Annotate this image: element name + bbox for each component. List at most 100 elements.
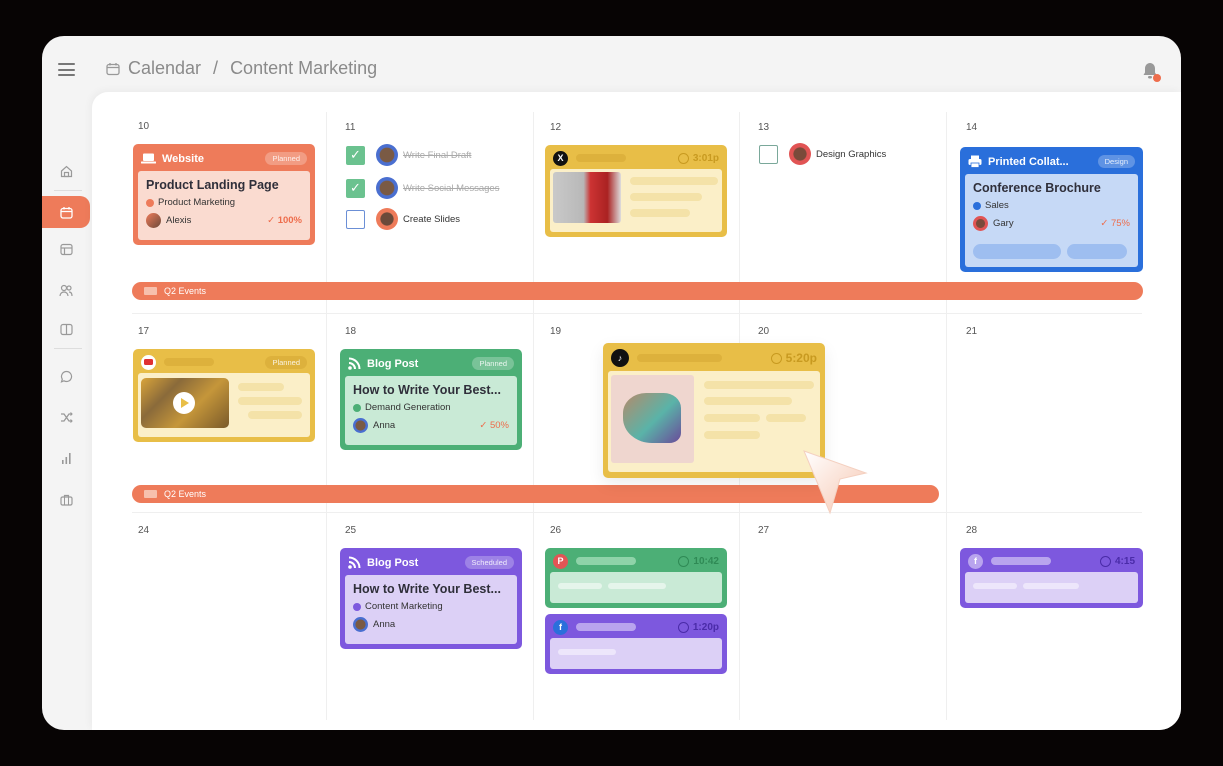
post-time: 4:15 bbox=[1099, 555, 1135, 567]
card-body: How to Write Your Best... Demand Generat… bbox=[345, 376, 517, 445]
card-header: Blog Post Planned bbox=[342, 351, 520, 376]
laptop-icon bbox=[141, 153, 156, 164]
card-header: X 3:01p bbox=[547, 147, 725, 169]
sidebar-item-calendar[interactable] bbox=[42, 196, 90, 228]
facebook-icon: f bbox=[968, 553, 983, 569]
day-number: 27 bbox=[758, 525, 770, 536]
card-header: P 10:42 bbox=[547, 550, 725, 572]
notification-badge bbox=[1153, 74, 1161, 82]
checkbox-unchecked[interactable] bbox=[759, 144, 778, 164]
event-bar-q2[interactable]: Q2 Events bbox=[132, 282, 1143, 300]
website-card[interactable]: Website Planned Product Landing Page Pro… bbox=[133, 144, 315, 245]
placeholder bbox=[1023, 583, 1079, 589]
tag-label: Sales bbox=[985, 200, 1009, 211]
card-body bbox=[965, 572, 1138, 603]
avatar bbox=[376, 177, 398, 199]
sidebar-item-shuffle[interactable] bbox=[42, 401, 90, 433]
tiktok-card[interactable]: ♪ 5:20p bbox=[603, 343, 825, 478]
day-number: 20 bbox=[758, 326, 770, 337]
product-image bbox=[611, 375, 694, 463]
rss-icon bbox=[348, 357, 361, 370]
card-header: Planned bbox=[135, 351, 313, 373]
post-time: 3:01p bbox=[677, 152, 719, 164]
grid-divider bbox=[946, 112, 947, 720]
tag-dot bbox=[973, 201, 981, 210]
youtube-card[interactable]: Planned bbox=[133, 349, 315, 442]
printed-collateral-card[interactable]: Printed Collat... Design Conference Broc… bbox=[960, 147, 1143, 272]
card-owner: Anna bbox=[353, 617, 509, 632]
post-time: 10:42 bbox=[678, 555, 719, 567]
task-item[interactable]: Design Graphics bbox=[759, 143, 886, 165]
card-body bbox=[608, 371, 820, 472]
task-item[interactable]: ✓ Write Social Messages bbox=[346, 177, 499, 199]
x-post-card[interactable]: X 3:01p bbox=[545, 145, 727, 237]
placeholder bbox=[973, 244, 1061, 259]
card-header: f 1:20p bbox=[547, 616, 725, 638]
card-title: How to Write Your Best... bbox=[353, 582, 501, 596]
avatar bbox=[353, 418, 368, 433]
status-badge: Planned bbox=[472, 357, 514, 370]
tag-dot bbox=[353, 602, 361, 611]
pinterest-card[interactable]: P 10:42 bbox=[545, 548, 727, 608]
placeholder bbox=[558, 583, 602, 589]
sidebar-item-chat[interactable] bbox=[42, 360, 90, 392]
breadcrumb-calendar[interactable]: Calendar bbox=[128, 58, 202, 78]
day-number: 21 bbox=[966, 326, 978, 337]
tag-dot bbox=[146, 198, 154, 207]
sidebar-item-briefcase[interactable] bbox=[42, 484, 90, 516]
day-number: 25 bbox=[345, 525, 357, 536]
placeholder bbox=[766, 414, 806, 422]
card-body: Conference Brochure Sales Gary✓ 75% bbox=[965, 174, 1138, 267]
task-item[interactable]: Create Slides bbox=[346, 208, 460, 230]
card-header: Website Planned bbox=[135, 146, 313, 171]
placeholder bbox=[704, 431, 760, 439]
placeholder bbox=[576, 154, 626, 162]
clock-icon bbox=[1099, 555, 1111, 567]
checkbox-checked[interactable]: ✓ bbox=[346, 145, 365, 165]
card-tag: Sales bbox=[973, 200, 1130, 211]
play-icon[interactable] bbox=[173, 392, 195, 414]
checkbox-checked[interactable]: ✓ bbox=[346, 178, 365, 198]
placeholder bbox=[576, 557, 636, 565]
sidebar-divider bbox=[54, 190, 82, 191]
card-header: ♪ 5:20p bbox=[605, 345, 823, 371]
blog-post-card[interactable]: Blog Post Planned How to Write Your Best… bbox=[340, 349, 522, 450]
day-number: 11 bbox=[345, 122, 356, 133]
placeholder bbox=[704, 397, 792, 405]
avatar bbox=[146, 213, 161, 228]
card-header: Printed Collat... Design bbox=[962, 149, 1141, 174]
card-title: How to Write Your Best... bbox=[353, 383, 501, 397]
folder-icon bbox=[144, 287, 157, 295]
sidebar-item-book[interactable] bbox=[42, 313, 90, 345]
placeholder bbox=[704, 414, 760, 422]
clock-icon bbox=[770, 352, 782, 364]
clock-icon bbox=[677, 621, 689, 633]
calendar-icon bbox=[59, 206, 73, 219]
printer-icon bbox=[968, 155, 982, 168]
sidebar-item-users[interactable] bbox=[42, 274, 90, 306]
sidebar-item-layout[interactable] bbox=[42, 233, 90, 265]
post-image bbox=[553, 172, 621, 223]
avatar bbox=[789, 143, 811, 165]
bell-icon[interactable] bbox=[1142, 62, 1158, 80]
checkbox-unchecked[interactable] bbox=[346, 209, 365, 229]
sidebar-item-home[interactable] bbox=[42, 155, 90, 187]
facebook-card[interactable]: f 4:15 bbox=[960, 548, 1143, 608]
blog-post-card[interactable]: Blog Post Scheduled How to Write Your Be… bbox=[340, 548, 522, 649]
day-number: 12 bbox=[550, 122, 562, 133]
placeholder bbox=[637, 354, 722, 362]
placeholder bbox=[630, 193, 702, 201]
day-number: 19 bbox=[550, 326, 562, 337]
card-type: Blog Post bbox=[367, 357, 419, 370]
task-item[interactable]: ✓ Write Final Draft bbox=[346, 144, 471, 166]
shuffle-icon bbox=[60, 411, 73, 423]
status-badge: Scheduled bbox=[464, 556, 514, 569]
placeholder bbox=[1067, 244, 1127, 259]
sidebar-item-analytics[interactable] bbox=[42, 442, 90, 474]
briefcase-icon bbox=[59, 494, 73, 506]
facebook-card[interactable]: f 1:20p bbox=[545, 614, 727, 674]
menu-icon[interactable] bbox=[58, 63, 75, 76]
event-bar-q2[interactable]: Q2 Events bbox=[132, 485, 939, 503]
tag-label: Demand Generation bbox=[365, 402, 451, 413]
card-title: Conference Brochure bbox=[973, 181, 1101, 195]
